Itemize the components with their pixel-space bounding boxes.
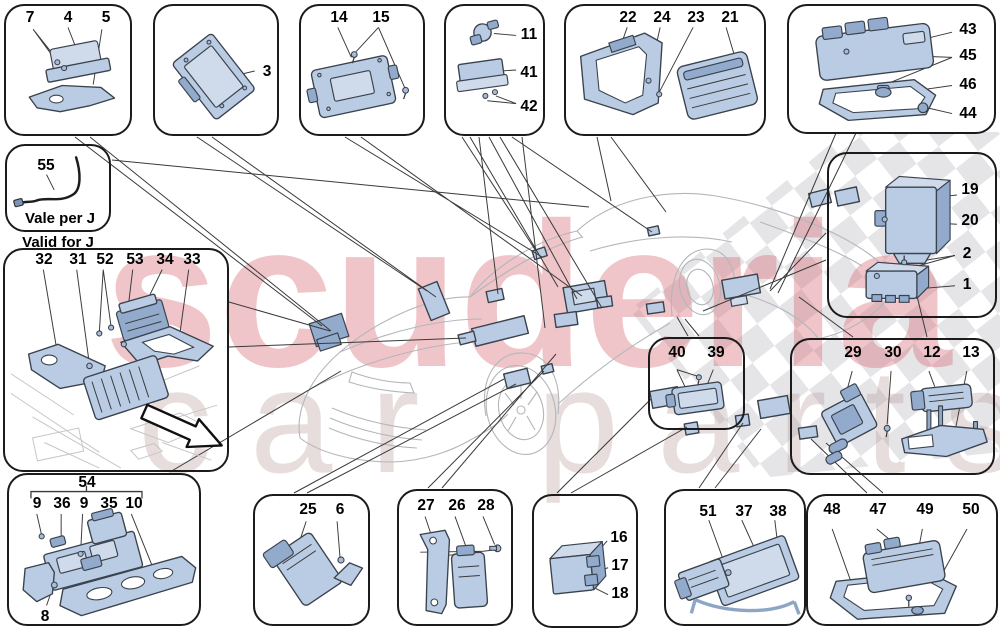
callout-54: 54 [78,474,96,491]
panel-note-part-illustration [13,156,81,208]
callout-3: 3 [262,63,272,80]
callout-9b: 9 [79,495,89,512]
callout-21: 21 [721,9,739,26]
callout-51: 51 [699,503,717,520]
callout-1: 1 [962,276,972,293]
panel-antenna-note: 55 Vale per J [5,144,111,232]
callout-20: 20 [961,212,979,229]
callout-39: 39 [707,344,725,361]
callout-42: 42 [520,98,538,115]
callout-28: 28 [477,497,495,514]
panel-i-part-illustration [262,521,364,606]
callout-46: 46 [959,76,977,93]
panel-m-part-illustration [829,528,968,620]
panel-module-25: 25 6 [253,494,370,626]
panel-body-ecu: 3 [153,4,279,136]
callout-9a: 9 [32,495,42,512]
callout-18: 18 [611,585,629,602]
panel-d-part-illustration [456,19,517,105]
callout-50: 50 [962,501,980,518]
callout-34: 34 [156,251,174,268]
panel-tray-ecu: 51 37 38 [664,489,806,626]
callout-leader-lines [74,132,928,494]
panel-airbag-ecu: 7 4 5 [4,4,132,136]
note-text-english: Valid for J [22,234,94,251]
callout-23: 23 [687,9,705,26]
callout-47: 47 [869,501,887,518]
panel-f-part-illustration [815,16,953,122]
callout-12: 12 [923,344,941,361]
callout-25: 25 [299,501,317,518]
callout-32: 32 [35,251,53,268]
panel-h-part-illustration [22,485,197,617]
direction-arrow [140,403,223,449]
callout-14: 14 [330,9,348,26]
panel-n-part-illustration [865,175,957,303]
callout-35: 35 [100,495,118,512]
callout-6: 6 [335,501,345,518]
note-text-italian: Vale per J [24,210,96,227]
callout-19: 19 [961,181,979,198]
callout-11: 11 [520,26,538,43]
panel-c-part-illustration [306,27,410,119]
callout-22: 22 [619,9,637,26]
callout-41: 41 [520,64,538,81]
panel-module-39: 40 39 [648,337,745,430]
callout-7: 7 [25,9,35,26]
callout-38: 38 [769,503,787,520]
panel-j-part-illustration [419,516,502,615]
panel-l-part-illustration [674,519,801,615]
panel-e-part-illustration [579,27,758,120]
panel-antenna-module: 27 26 28 [397,489,513,626]
callout-16: 16 [610,529,628,546]
callout-24: 24 [653,9,671,26]
callout-4: 4 [63,9,73,26]
callout-44: 44 [959,105,977,122]
callout-30: 30 [884,344,902,361]
panel-o-part-illustration [665,369,725,416]
panel-engine-ecu: 22 24 23 21 [564,4,766,136]
callout-45: 45 [959,47,977,64]
callout-29: 29 [844,344,862,361]
callout-37: 37 [735,503,753,520]
callout-49: 49 [916,501,934,518]
panel-chassis-ecu: 32 31 52 53 34 33 [3,248,229,472]
panel-dashboard-ecu-assembly: 54 9 36 9 35 10 8 [7,473,201,626]
callout-2: 2 [962,245,972,262]
callout-17: 17 [611,557,629,574]
callout-31: 31 [69,251,87,268]
panel-g-part-illustration [10,269,223,469]
callout-40: 40 [668,344,686,361]
callout-10: 10 [125,495,143,512]
panel-relay-module: 16 17 18 [532,494,638,628]
callout-48: 48 [823,501,841,518]
callout-15: 15 [372,9,390,26]
panel-b-part-illustration [172,33,255,120]
panel-sensor-module: 11 41 42 [444,4,545,136]
callout-33: 33 [183,251,201,268]
panel-a-part-illustration [28,27,116,113]
callout-26: 26 [448,497,466,514]
panel-k-part-illustration [549,540,609,596]
panel-gearbox-ecu: 43 45 46 44 [787,4,996,134]
panel-p-part-illustration [821,370,988,465]
panel-flat-ecu: 14 15 [299,4,425,136]
callout-27: 27 [417,497,435,514]
callout-13: 13 [962,344,980,361]
car-outline [298,192,891,463]
panel-bracket-ecu: 48 47 49 50 [806,494,998,626]
callout-53: 53 [126,251,144,268]
callout-43: 43 [959,21,977,38]
callout-8: 8 [40,608,50,625]
callout-55: 55 [37,157,55,174]
callout-52: 52 [96,251,114,268]
callout-36: 36 [53,495,71,512]
panel-camera-and-bracket: 29 30 12 13 [790,338,995,475]
panel-control-units: 19 20 2 1 [827,152,997,318]
callout-5: 5 [101,9,111,26]
